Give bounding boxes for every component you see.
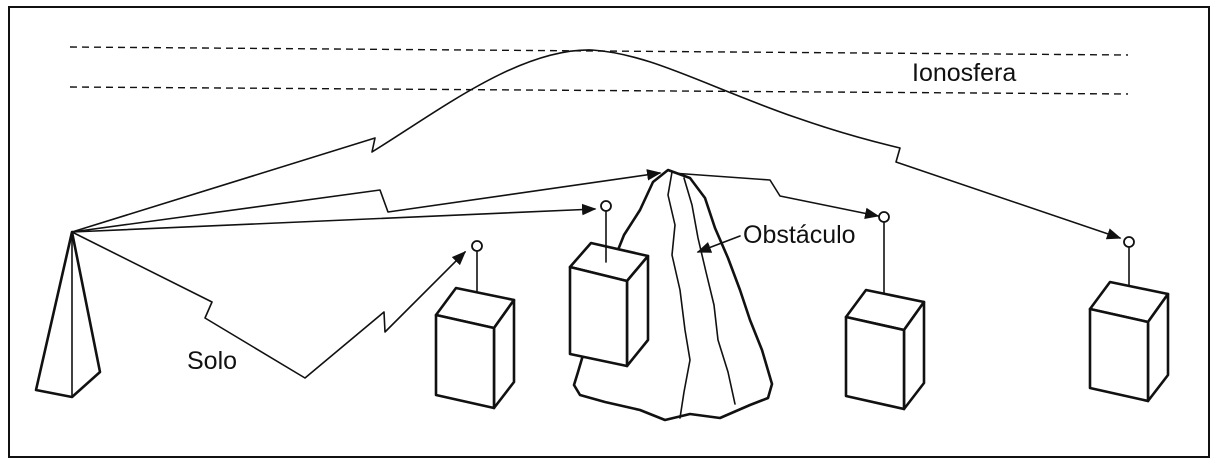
diffraction-path-to-peak	[71, 169, 662, 233]
ionosphere-label: Ionosfera	[912, 59, 1016, 87]
ionosphere-lower-boundary	[69, 86, 1129, 95]
receiver-building-3	[844, 211, 926, 411]
ground-wave-path	[71, 231, 467, 379]
obstacle-pointer-arrow	[696, 235, 741, 253]
direct-wave-path	[71, 203, 597, 233]
receiver-building-2	[568, 200, 650, 368]
sky-wave-path	[71, 49, 1122, 240]
obstacle-label: Obstáculo	[743, 221, 856, 249]
diffraction-path-to-receiver	[671, 172, 880, 220]
transmitter-tower	[34, 230, 102, 399]
ground-label: Solo	[187, 347, 237, 375]
receiver-building-4	[1088, 236, 1170, 403]
receiver-building-1	[434, 240, 516, 410]
